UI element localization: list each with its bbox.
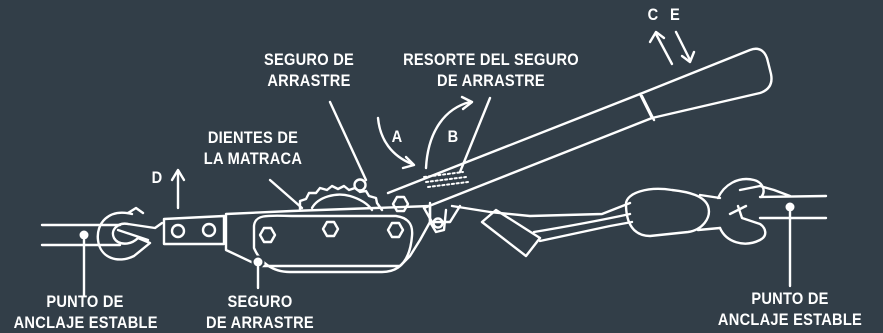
label-seguro-de-arrastre-bottom: SEGURO DE ARRASTRE bbox=[205, 291, 315, 333]
lower-pawl-plate bbox=[428, 201, 448, 234]
left-hook bbox=[96, 206, 164, 261]
resorte-leader bbox=[458, 96, 492, 174]
label-line: DE ARRASTRE bbox=[437, 71, 545, 90]
label-line: DE ARRASTRE bbox=[206, 313, 314, 332]
label-line: DIENTES DE bbox=[207, 128, 299, 147]
label-line: PUNTO DE bbox=[46, 292, 124, 311]
label-line: SEGURO DE bbox=[263, 50, 355, 69]
right-hook-block bbox=[624, 177, 792, 245]
seguro-top-leader bbox=[328, 100, 368, 182]
label-resorte-del-seguro: RESORTE DEL SEGURO DE ARRASTRE bbox=[401, 49, 582, 91]
dientes-leader bbox=[268, 178, 304, 210]
arrow-c bbox=[648, 30, 674, 66]
drive-link bbox=[450, 201, 634, 258]
arrow-b bbox=[424, 95, 474, 170]
label-letter-a: A bbox=[391, 127, 403, 146]
label-punto-de-anclaje-right: PUNTO DE ANCLAJE ESTABLE bbox=[717, 288, 863, 330]
label-line: LA MATRACA bbox=[203, 149, 303, 168]
left-cable bbox=[40, 223, 122, 247]
label-dientes-de-la-matraca: DIENTES DE LA MATRACA bbox=[199, 127, 307, 169]
ratchet-gear bbox=[298, 178, 384, 212]
label-letter-b: B bbox=[447, 127, 459, 146]
label-letter-c: C bbox=[647, 5, 659, 24]
label-line: SEGURO bbox=[227, 292, 293, 311]
label-line: PUNTO DE bbox=[751, 289, 829, 308]
right-cable bbox=[758, 194, 828, 220]
puller-body bbox=[224, 195, 432, 274]
arrow-d bbox=[170, 168, 186, 210]
left-link bbox=[162, 214, 226, 246]
arrow-a bbox=[376, 116, 416, 170]
label-line: ANCLAJE ESTABLE bbox=[13, 313, 158, 332]
label-line: ANCLAJE ESTABLE bbox=[717, 310, 863, 329]
lower-pawl-pin bbox=[432, 217, 444, 229]
label-seguro-de-arrastre-top: SEGURO DE ARRASTRE bbox=[253, 49, 365, 91]
label-letter-e: E bbox=[669, 5, 680, 24]
label-letter-d: D bbox=[151, 168, 163, 187]
pawl-spring-hatching bbox=[423, 171, 469, 188]
label-line: ARRASTRE bbox=[267, 71, 351, 90]
label-line: RESORTE DEL SEGURO bbox=[403, 50, 579, 69]
label-punto-de-anclaje-left: PUNTO DE ANCLAJE ESTABLE bbox=[13, 291, 158, 333]
arrow-e bbox=[674, 30, 696, 64]
